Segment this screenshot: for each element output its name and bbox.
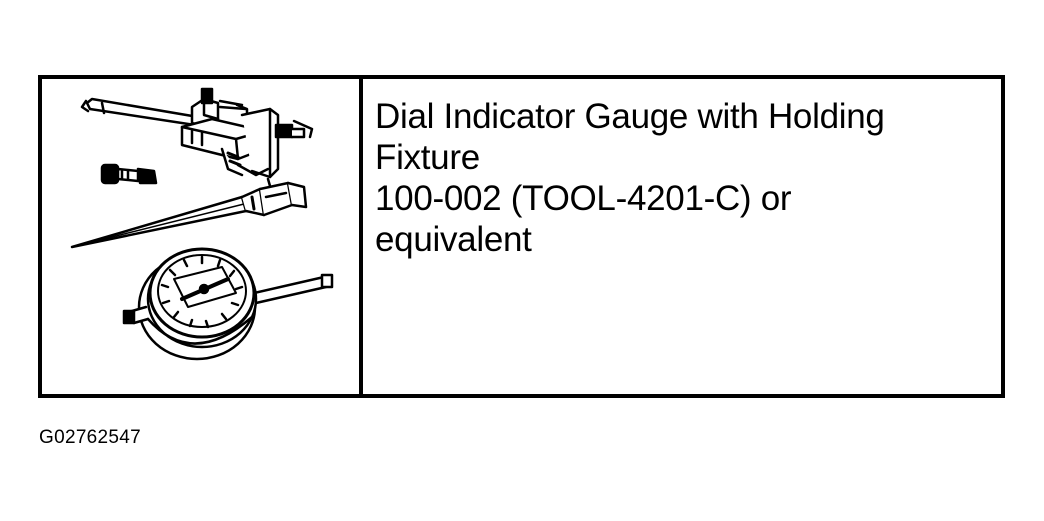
dial-indicator-icon — [122, 247, 334, 361]
tool-description-line-1: Dial Indicator Gauge with Holding — [375, 97, 885, 136]
indicator-extension-needle-icon — [70, 181, 308, 249]
figure-id: G02762547 — [39, 427, 142, 448]
adapter-screw-icon — [100, 163, 158, 185]
tool-illustration-cell — [42, 79, 363, 394]
special-tool-table: Dial Indicator Gauge with Holding Fixtur… — [38, 75, 1005, 398]
tool-description-line-2: Fixture — [375, 138, 480, 177]
holding-fixture-icon — [80, 87, 314, 195]
tool-equivalent-line: equivalent — [375, 220, 532, 259]
dial-indicator-gauge-with-holding-fixture-icon — [70, 87, 334, 361]
tool-description-cell: Dial Indicator Gauge with Holding Fixtur… — [363, 79, 1001, 394]
tool-number-line: 100-002 (TOOL-4201-C) or — [375, 179, 792, 218]
